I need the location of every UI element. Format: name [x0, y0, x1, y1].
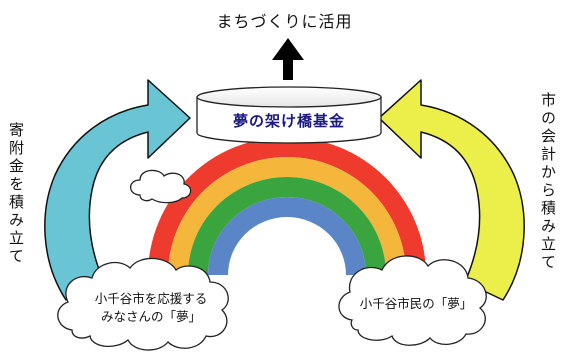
left-side-label: 寄附金を積み立て — [7, 122, 25, 266]
cloud-right-text: 小千谷市民の「夢」 — [359, 296, 473, 311]
rainbow-band-blue — [208, 197, 366, 275]
right-side-label: 市の会計から積み立て — [539, 92, 557, 272]
cloud-left-line2: みなさんの「夢」 — [100, 309, 201, 324]
curved-arrow-left-icon — [378, 79, 525, 301]
rainbow-band-green — [188, 177, 386, 275]
curved-arrow-right-icon — [44, 79, 191, 301]
rainbow-band-red — [148, 137, 426, 275]
fund-cylinder — [196, 86, 382, 144]
cloud-left-line1: 小千谷市を応援する — [94, 291, 208, 306]
rainbow — [148, 137, 426, 275]
fund-label: 夢の架け橋基金 — [232, 112, 345, 130]
cloud-left — [57, 257, 229, 351]
top-label: まちづくりに活用 — [216, 12, 353, 31]
cloud-right — [338, 255, 487, 346]
cloud-left-text: 小千谷市を応援する みなさんの「夢」 — [78, 290, 224, 326]
arrow-up-icon — [272, 38, 304, 80]
rainbow-band-orange — [168, 157, 406, 275]
small-cloud — [129, 169, 192, 204]
